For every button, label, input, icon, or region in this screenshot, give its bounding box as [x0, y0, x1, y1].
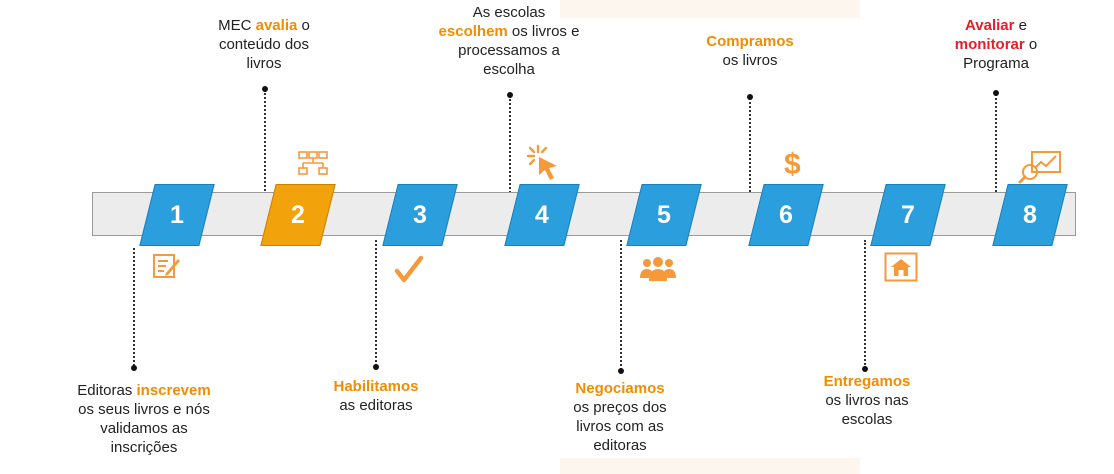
step-6-highlight: Compramos — [706, 33, 794, 50]
step-3-highlight: Habilitamos — [333, 378, 419, 395]
step-7-box: 7 — [870, 184, 946, 246]
connector-step-7 — [864, 240, 866, 368]
step-4-number: 4 — [535, 200, 549, 229]
connector-dot-step-8 — [993, 90, 999, 96]
step-5-highlight: Negociamos — [575, 380, 665, 397]
step-8-box: 8 — [992, 184, 1068, 246]
connector-dot-step-2 — [262, 86, 268, 92]
step-3-label: Habilitamos as editoras — [312, 377, 440, 415]
connector-step-6 — [749, 98, 751, 200]
step-2-number: 2 — [291, 200, 305, 229]
connector-dot-step-4 — [507, 92, 513, 98]
connector-step-5 — [620, 240, 622, 370]
step-8-label: Avaliar e monitorar o Programa — [934, 16, 1058, 73]
connector-step-2 — [264, 90, 266, 198]
click-cursor-icon — [526, 144, 560, 184]
step-4-box: 4 — [504, 184, 580, 246]
connector-step-8 — [995, 94, 997, 200]
step-2-label-line-1: MEC avalia o — [218, 17, 310, 34]
step-7-highlight: Entregamos — [823, 373, 911, 390]
form-edit-icon — [152, 252, 182, 280]
connector-dot-step-6 — [747, 94, 753, 100]
step-2-box: 2 — [260, 184, 336, 246]
step-7-number: 7 — [901, 200, 915, 229]
step-6-label: Compramos os livros — [690, 32, 810, 70]
connector-step-3 — [375, 240, 377, 366]
step-1-box: 1 — [139, 184, 215, 246]
step-1-highlight: inscrevem — [136, 382, 211, 399]
network-icon — [297, 150, 329, 180]
dollar-icon: $ — [784, 148, 801, 181]
step-8-label-line-2: monitorar o — [954, 36, 1038, 53]
step-8-highlight-1: Avaliar — [965, 17, 1015, 34]
watermark-band-bottom — [560, 458, 860, 474]
step-5-label: Negociamos os preços dos livros com as e… — [550, 379, 690, 455]
step-1-label: Editoras inscrevem os seus livros e nós … — [60, 381, 228, 457]
connector-step-1 — [133, 248, 135, 366]
connector-dot-step-1 — [131, 365, 137, 371]
step-3-number: 3 — [413, 200, 427, 229]
step-6-box: 6 — [748, 184, 824, 246]
connector-dot-step-5 — [618, 368, 624, 374]
step-7-label: Entregamos os livros nas escolas — [800, 372, 934, 429]
step-2-label: MEC avalia o conteúdo dos livros — [200, 16, 328, 73]
step-1-number: 1 — [170, 200, 184, 229]
step-3-box: 3 — [382, 184, 458, 246]
step-1-label-line-1: Editoras inscrevem — [77, 382, 211, 399]
step-4-label: As escolas escolhem os livros e processa… — [414, 3, 604, 79]
step-5-number: 5 — [657, 200, 671, 229]
connector-dot-step-3 — [373, 364, 379, 370]
step-8-number: 8 — [1023, 200, 1037, 229]
watermark-band-top — [560, 0, 860, 18]
step-4-label-line-2: escolhem os livros e — [438, 23, 580, 40]
analytics-chart-icon — [1018, 150, 1062, 184]
checkmark-icon — [394, 254, 424, 284]
step-8-highlight-2: monitorar — [954, 36, 1025, 53]
people-group-icon — [638, 254, 678, 284]
step-2-highlight: avalia — [255, 17, 298, 34]
house-icon — [884, 252, 918, 282]
connector-dot-step-7 — [862, 366, 868, 372]
step-4-highlight: escolhem — [438, 23, 508, 40]
step-5-box: 5 — [626, 184, 702, 246]
step-6-number: 6 — [779, 200, 793, 229]
step-8-label-line-1: Avaliar e — [965, 17, 1027, 34]
connector-step-4 — [509, 96, 511, 200]
